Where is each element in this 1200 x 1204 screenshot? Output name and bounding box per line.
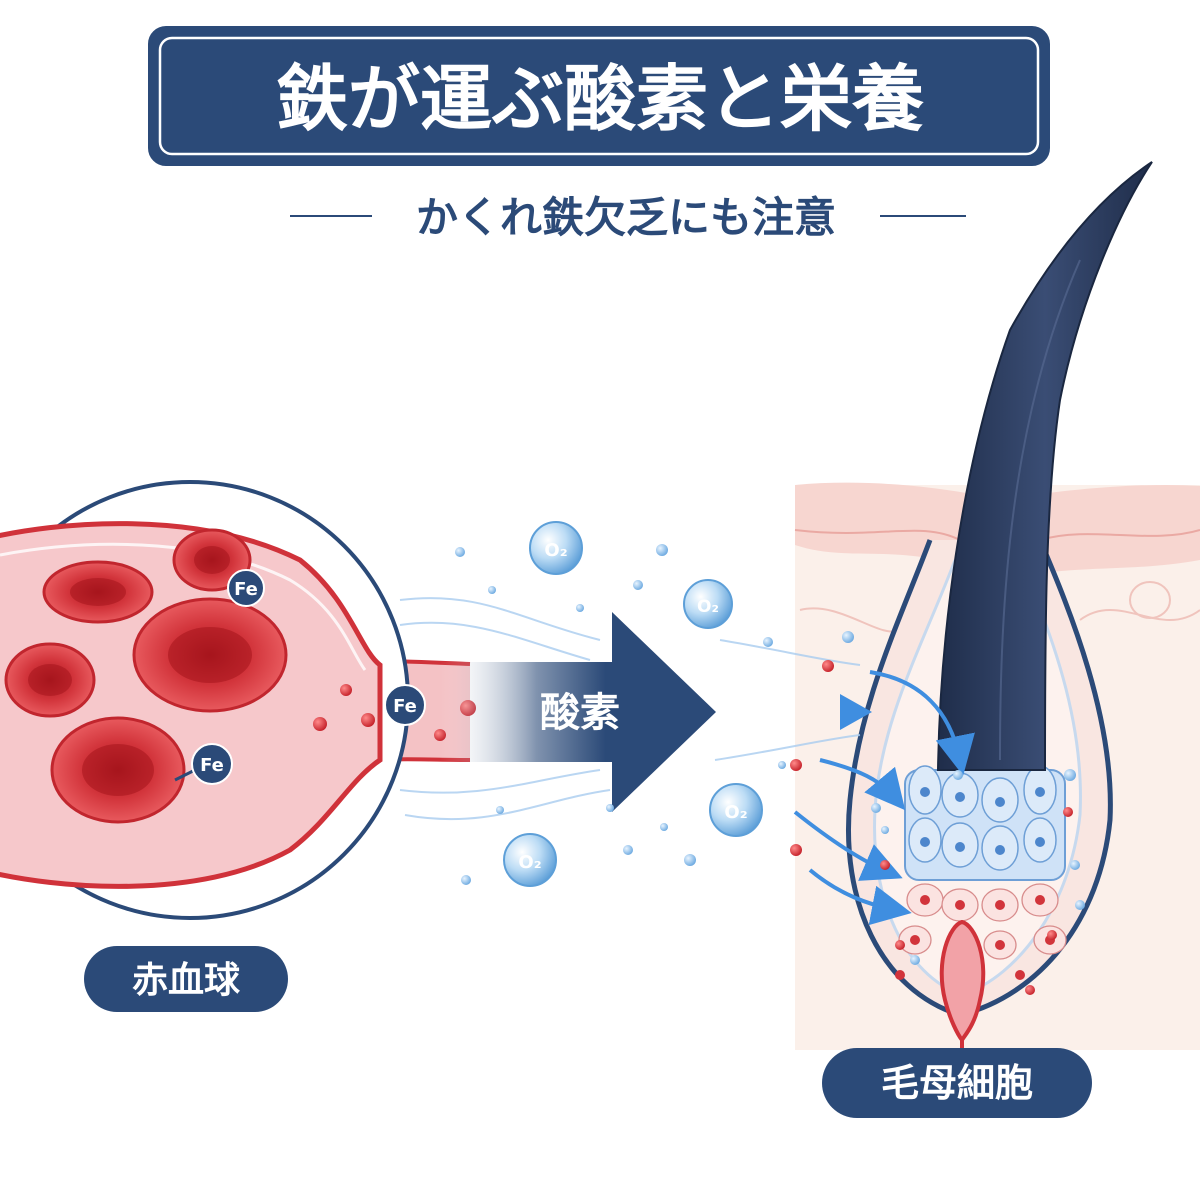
dermal-papilla [939,919,986,1044]
rbc-label-pill: 赤血球 [84,946,288,1012]
big-right-arrow-icon [440,612,716,812]
oxygen-bubbles: O₂ O₂ O₂ O₂ [503,521,763,887]
fe-circle-badge-icon [384,684,426,726]
svg-text:O₂: O₂ [697,597,719,617]
o2-bubble-icon: O₂ [709,783,763,837]
fe-badge-1: Fe [227,569,265,607]
title-banner: 鉄が運ぶ酸素と栄養 [148,26,1050,166]
hair-follicle [846,161,1153,1060]
subtitle: かくれ鉄欠乏にも注意 [416,193,836,242]
fe-circle-badge-icon [227,569,265,607]
oxygen-flow-arrow: 酸素 [440,612,716,812]
o2-bubble-icon: O₂ [503,833,557,887]
fe-badge-2: Fe [384,684,426,726]
flow-lines [399,597,861,821]
fe-circle-badge-icon [191,743,233,785]
svg-text:Fe: Fe [200,755,224,776]
svg-text:O₂: O₂ [518,852,541,873]
matrix-cells [895,765,1067,980]
page-title: 鉄が運ぶ酸素と栄養 [276,57,924,141]
red-blood-cells [4,528,288,824]
svg-text:Fe: Fe [234,579,258,600]
rbc-label: 赤血球 [132,960,241,1001]
scattered-blue-dots [455,544,1085,965]
scattered-red-dots [790,660,1073,995]
oxygen-arrow-label: 酸素 [540,690,620,736]
svg-text:O₂: O₂ [724,802,747,823]
subtitle-row: かくれ鉄欠乏にも注意 [290,193,966,242]
blood-vessel-panel [0,480,476,920]
hair-matrix-label: 毛母細胞 [881,1061,1033,1105]
delivery-arrows [725,670,975,926]
hair-shaft [936,161,1153,771]
o2-bubble-icon: O₂ [529,521,583,575]
svg-text:O₂: O₂ [544,540,567,561]
o2-bubble-icon: O₂ [683,579,733,629]
matrix-label-pill: 毛母細胞 [822,1048,1092,1118]
svg-text:Fe: Fe [393,696,417,717]
fe-badge-3: Fe [174,743,233,785]
